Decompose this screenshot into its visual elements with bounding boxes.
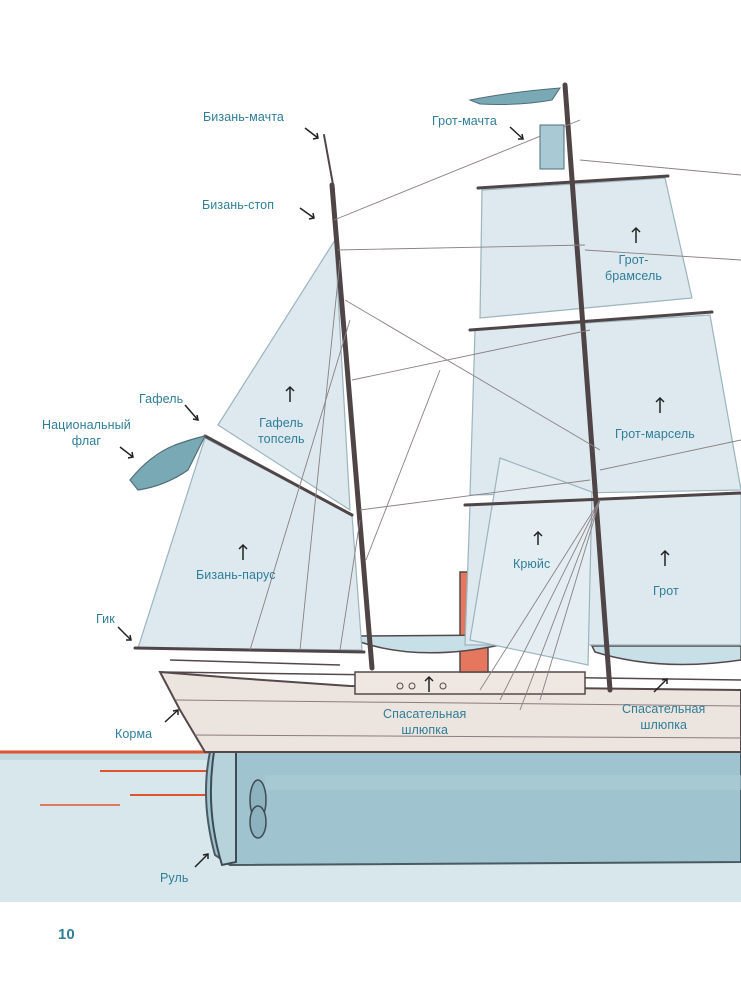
label-grot-marsel: Грот-марсель (615, 427, 695, 441)
rigging (249, 119, 741, 711)
rudder (209, 751, 267, 867)
label-grot-machta: Грот-мачта (432, 114, 497, 128)
mizzen-mast (329, 182, 375, 671)
label-bizan-stop: Бизань-стоп (202, 198, 275, 212)
pointer-arrows (117, 126, 670, 868)
pennant-flag (468, 87, 561, 105)
sail-gafel-topsel (217, 238, 351, 512)
national-flag (129, 435, 207, 491)
label-spasatelnaya-shlyupka-1: Спасательная шлюпка (383, 707, 467, 737)
label-korma: Корма (115, 727, 153, 741)
label-spasatelnaya-shlyupka-2: Спасательная шлюпка (622, 702, 706, 732)
label-grot-bramsel: Грот- брамсель (605, 253, 663, 283)
sail-grot-bramsel (479, 177, 693, 319)
label-bizan-machta: Бизань-мачта (203, 110, 284, 124)
main-mast (562, 82, 613, 693)
sail-grot-marsel (469, 314, 741, 496)
label-bizan-parus: Бизань-парус (196, 568, 276, 582)
underwater-hull (205, 751, 741, 867)
page-number: 10 (58, 926, 75, 943)
main-flag (539, 124, 565, 170)
label-grot: Грот (653, 584, 679, 598)
hull (158, 659, 741, 753)
label-nacionalny-flag: Национальный флаг (42, 418, 131, 448)
label-gik: Гик (96, 612, 115, 626)
masts (133, 82, 741, 693)
label-rul: Руль (160, 871, 189, 885)
label-gafel: Гафель (139, 392, 184, 406)
label-kryuys: Крюйс (513, 557, 551, 571)
sail-kryuys (469, 457, 593, 666)
label-gafel-topsel: Гафель топсель (258, 416, 305, 446)
